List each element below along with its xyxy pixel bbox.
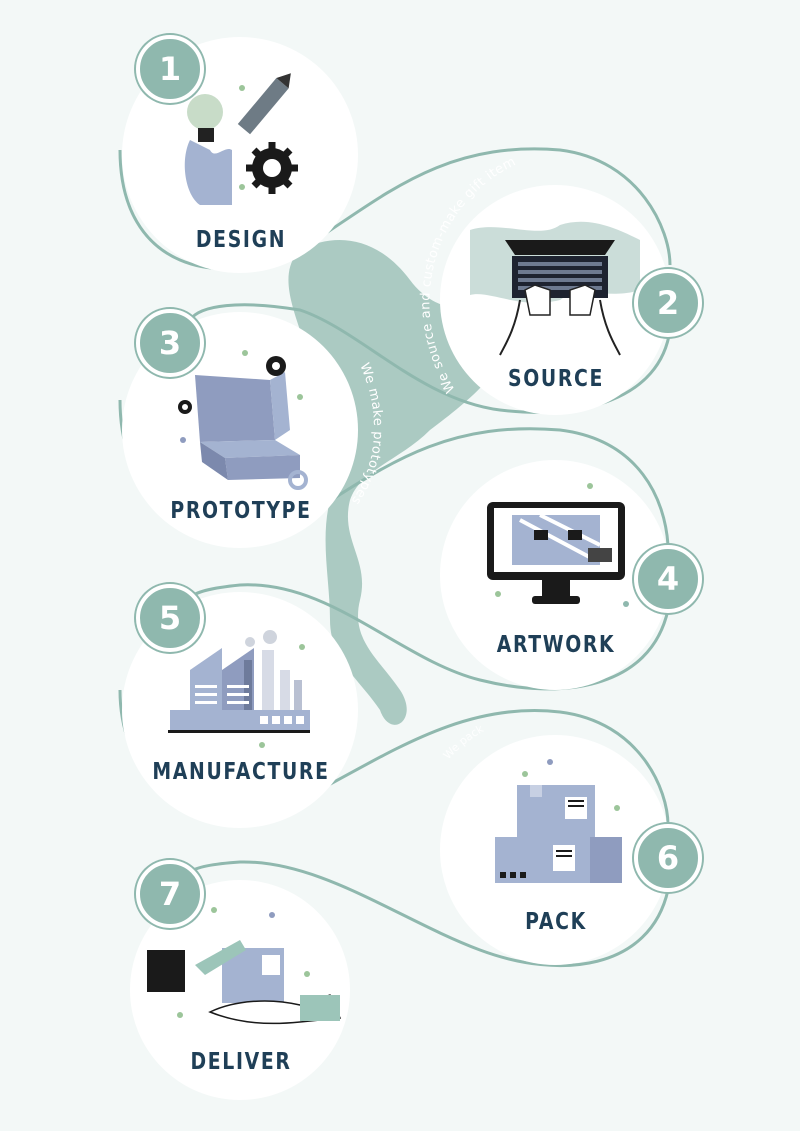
step-badge-6: 6 (634, 824, 702, 892)
step-label-manufacture: MANUFACTURE (152, 759, 330, 785)
stacked-boxes-icon (495, 759, 622, 883)
step-label-source: SOURCE (507, 366, 605, 392)
step-badge-2: 2 (634, 269, 702, 337)
step-label-pack: PACK (525, 909, 587, 935)
design-lightbulb-pencil-gear-icon (184, 73, 298, 205)
step-badge-7: 7 (136, 860, 204, 928)
laptop-world-map-icon (470, 221, 640, 356)
hand-delivering-box-icon (147, 907, 342, 1025)
step-label-prototype: PROTOTYPE (170, 498, 312, 524)
step-label-deliver: DELIVER (190, 1049, 292, 1075)
world-map-background (288, 240, 505, 725)
step-label-artwork: ARTWORK (496, 632, 616, 658)
step-label-design: DESIGN (195, 227, 287, 253)
step-badge-4: 4 (634, 545, 702, 613)
step-badge-5: 5 (136, 584, 204, 652)
step-badge-1: 1 (136, 35, 204, 103)
step-badge-3: 3 (136, 309, 204, 377)
factory-icon (168, 630, 310, 748)
monitor-artwork-icon (487, 483, 629, 607)
box-prototype-gear-icon (178, 350, 308, 490)
